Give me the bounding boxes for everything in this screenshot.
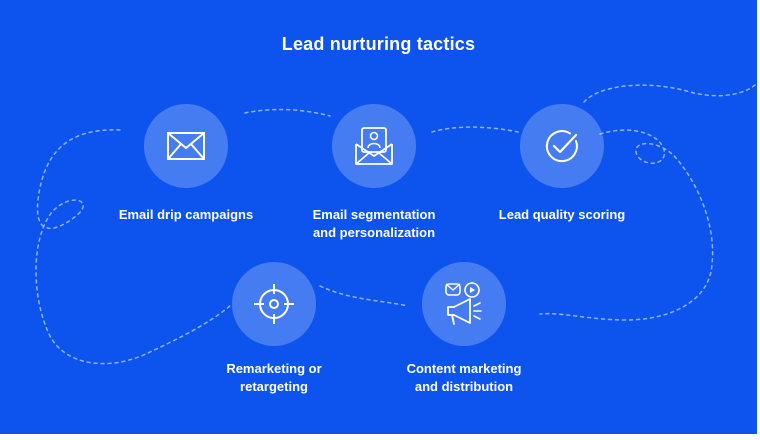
tactic-label-email-drip: Email drip campaigns	[118, 207, 254, 222]
tactic-icon-circle	[332, 104, 416, 188]
tactic-icon-circle	[144, 104, 228, 188]
check-circle-icon	[545, 130, 578, 163]
crosshair-icon	[254, 284, 294, 324]
megaphone-chat-icon	[445, 282, 482, 325]
tactic-icon-circle	[232, 262, 316, 346]
tactic-icon-circle	[520, 104, 604, 188]
tactic-icon-circle	[422, 262, 506, 346]
tactic-label-content-marketing: Content marketing and distribution	[406, 361, 522, 394]
envelope-person-icon	[355, 127, 393, 165]
tactic-label-email-segmentation: Email segmentation and personalization	[312, 207, 436, 240]
tactic-label-lead-scoring: Lead quality scoring	[498, 207, 626, 222]
tactic-label-remarketing: Remarketing or retargeting	[226, 361, 322, 394]
page-title: Lead nurturing tactics	[281, 34, 476, 54]
envelope-icon	[167, 132, 205, 160]
